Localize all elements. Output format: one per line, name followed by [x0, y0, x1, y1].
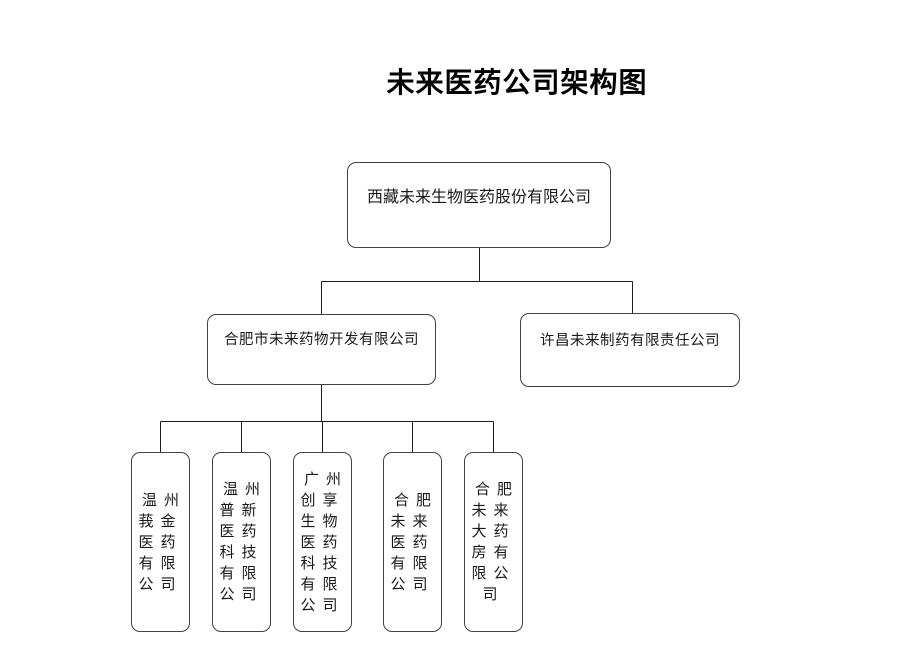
- org-node-subsidiary-xuchang: 许昌未来制药有限责任公司: [520, 313, 740, 387]
- org-node-hefei-weilai-yiyao: 合肥 未来 医药 有限 公司: [383, 452, 442, 632]
- org-node-label: 合肥 未来 医药 有限 公司: [390, 490, 438, 593]
- org-node-root: 西藏未来生物医药股份有限公司: [347, 162, 611, 248]
- chart-title: 未来医药公司架构图: [386, 66, 648, 99]
- org-node-subsidiary-hefei-dev: 合肥市未来药物开发有限公司: [207, 314, 436, 385]
- org-node-root-label: 西藏未来生物医药股份有限公司: [366, 187, 591, 206]
- org-node-label: 合肥 未来 大药 房有 限公 司: [471, 480, 519, 603]
- org-node-wenzhou-ejin: 温州 莪金 医药 有限 公司: [131, 452, 190, 632]
- org-node-hefei-weilai-dayaofang: 合肥 未来 大药 房有 限公 司: [464, 452, 523, 632]
- org-node-label: 许昌未来制药有限责任公司: [540, 333, 720, 349]
- org-node-wenzhou-puxin: 温州 普新 医药 科技 有限 公司: [212, 452, 271, 632]
- org-node-label: 温州 莪金 医药 有限 公司: [138, 490, 186, 593]
- org-node-label: 合肥市未来药物开发有限公司: [224, 332, 419, 348]
- org-node-label: 温州 普新 医药 科技 有限 公司: [219, 480, 267, 603]
- org-node-guangzhou-chuangxiang: 广州 创享 生物 医药 科技 有限 公司: [293, 452, 352, 632]
- org-node-label: 广州 创享 生物 医药 科技 有限 公司: [300, 469, 348, 614]
